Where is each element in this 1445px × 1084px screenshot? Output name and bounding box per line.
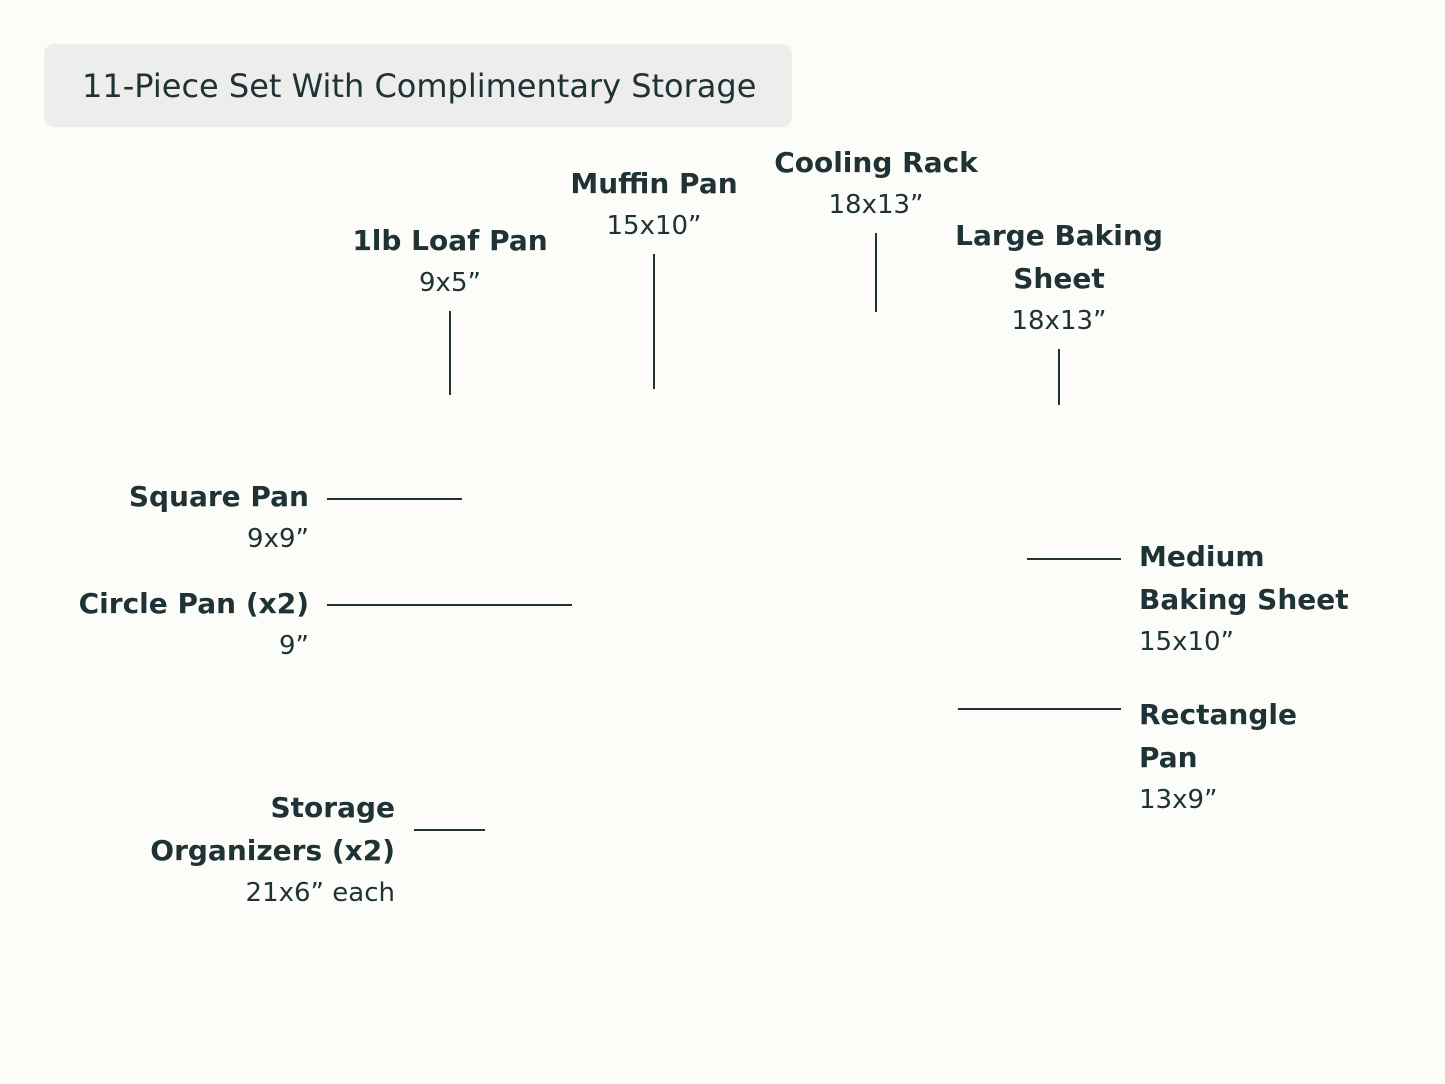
label-square-pan: Square Pan 9x9”	[129, 475, 309, 561]
circle-pan-size: 9”	[278, 631, 309, 661]
label-rectangle-pan: Rectangle Pan 13x9”	[1139, 693, 1297, 822]
storage-organizers-size: 21x6” each	[245, 878, 395, 908]
storage-organizers-name-line1: Storage	[270, 791, 395, 824]
leader-line-circle-pan	[327, 604, 572, 606]
square-pan-name: Square Pan	[128, 480, 309, 513]
circle-pan-name: Circle Pan (x2)	[78, 587, 309, 620]
large-baking-sheet-name-line2: Sheet	[1013, 262, 1105, 295]
rectangle-pan-name-line2: Pan	[1139, 741, 1198, 774]
label-muffin-pan: Muffin Pan 15x10”	[570, 162, 737, 248]
muffin-pan-name: Muffin Pan	[570, 167, 738, 200]
set-title-badge: 11-Piece Set With Complimentary Storage	[44, 44, 792, 127]
leader-line-storage-organizers	[414, 829, 485, 831]
label-large-baking-sheet: Large Baking Sheet 18x13”	[955, 214, 1163, 343]
leader-line-cooling-rack	[875, 233, 877, 312]
medium-baking-sheet-name-line1: Medium	[1139, 540, 1265, 573]
medium-baking-sheet-size: 15x10”	[1139, 627, 1235, 657]
rectangle-pan-size: 13x9”	[1139, 785, 1218, 815]
large-baking-sheet-name-line1: Large Baking	[955, 219, 1163, 252]
label-loaf-pan: 1lb Loaf Pan 9x5”	[352, 219, 547, 305]
leader-line-medium-baking-sheet	[1027, 558, 1121, 560]
cooling-rack-name: Cooling Rack	[774, 146, 978, 179]
label-cooling-rack: Cooling Rack 18x13”	[774, 141, 978, 227]
large-baking-sheet-size: 18x13”	[1011, 306, 1107, 336]
label-medium-baking-sheet: Medium Baking Sheet 15x10”	[1139, 535, 1349, 664]
leader-line-rectangle-pan	[958, 708, 1121, 710]
loaf-pan-name: 1lb Loaf Pan	[352, 224, 548, 257]
leader-line-muffin-pan	[653, 254, 655, 389]
leader-line-square-pan	[327, 498, 462, 500]
storage-organizers-name-line2: Organizers (x2)	[150, 834, 395, 867]
loaf-pan-size: 9x5”	[419, 268, 481, 298]
cooling-rack-size: 18x13”	[828, 190, 924, 220]
muffin-pan-size: 15x10”	[606, 211, 702, 241]
label-storage-organizers: Storage Organizers (x2) 21x6” each	[150, 786, 395, 915]
leader-line-large-baking-sheet	[1058, 349, 1060, 405]
square-pan-size: 9x9”	[247, 524, 309, 554]
label-circle-pan: Circle Pan (x2) 9”	[79, 582, 309, 668]
medium-baking-sheet-name-line2: Baking Sheet	[1139, 583, 1349, 616]
set-title: 11-Piece Set With Complimentary Storage	[82, 66, 757, 105]
leader-line-loaf-pan	[449, 311, 451, 395]
rectangle-pan-name-line1: Rectangle	[1139, 698, 1297, 731]
